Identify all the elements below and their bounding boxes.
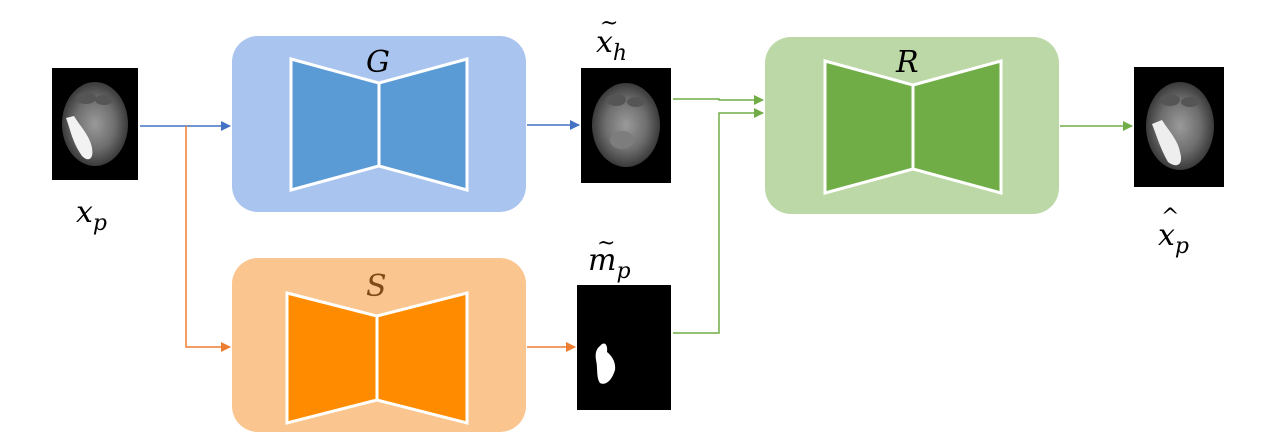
generator-block: [232, 36, 526, 212]
mask-label: mp: [588, 243, 631, 284]
output-label: xp: [1158, 218, 1189, 259]
mask-image: [577, 285, 671, 410]
mask-label-accent: ~: [597, 231, 615, 256]
generator-label: G: [366, 45, 390, 80]
refiner-block: [765, 37, 1059, 214]
refiner-label: R: [895, 45, 919, 80]
segmenter-block: [232, 258, 526, 432]
healthy-label: xh: [596, 25, 627, 66]
healthy-scan-image: [581, 68, 671, 183]
generator-decoder-shape: [377, 57, 469, 192]
segmenter-encoder-shape: [285, 291, 379, 425]
output-scan-image: [1134, 67, 1224, 187]
refiner-encoder-shape: [823, 59, 915, 195]
segmenter-label: S: [366, 269, 387, 304]
refiner-decoder-shape: [911, 59, 1003, 195]
arrow-input-to-segmenter: [185, 126, 231, 352]
segmenter-decoder-shape: [375, 291, 469, 425]
healthy-label-accent: ~: [600, 11, 618, 36]
arrow-healthy-to-refiner: [673, 95, 764, 105]
input-scan-image: [52, 68, 138, 180]
output-label-accent: ^: [1161, 205, 1179, 230]
arrow-mask-to-refiner: [673, 108, 764, 334]
input-label: xp: [76, 195, 107, 236]
